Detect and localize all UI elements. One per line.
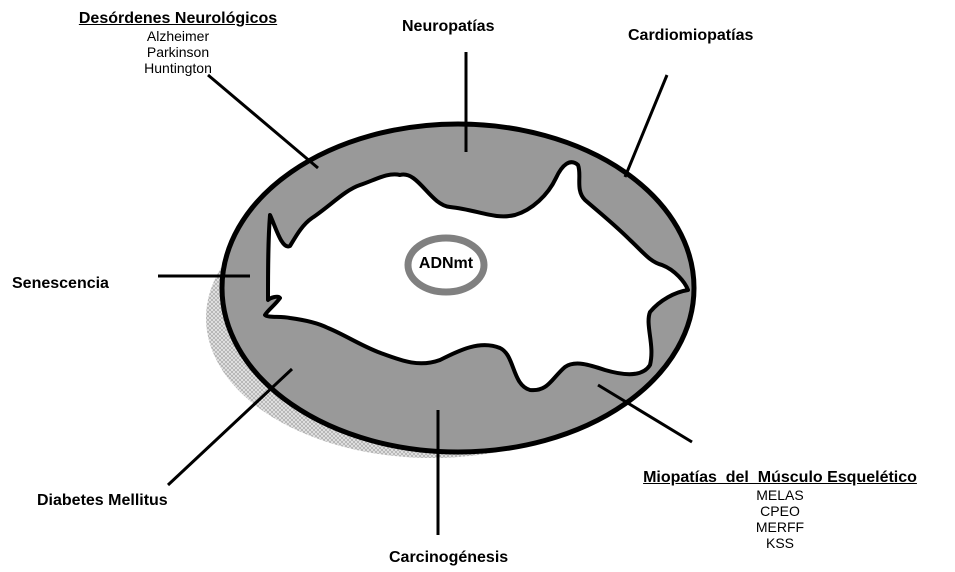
line-desordenes	[208, 75, 318, 168]
line-cardiomiopatias	[625, 75, 667, 177]
miopatias-title: Miopatías del Músculo Esquelético	[606, 469, 954, 487]
desordenes-title: Desórdenes Neurológicos	[52, 10, 304, 28]
neuro-item-parkinson: Parkinson	[52, 44, 304, 60]
miopatia-item-merff: MERFF	[606, 519, 954, 535]
label-adnmt: ADNmt	[414, 256, 478, 272]
label-cardiomiopatias: Cardiomiopatías	[628, 28, 753, 44]
neuro-item-huntington: Huntington	[52, 60, 304, 76]
miopatia-item-melas: MELAS	[606, 487, 954, 503]
line-diabetes	[168, 369, 292, 485]
label-diabetes-mellitus: Diabetes Mellitus	[37, 493, 168, 509]
label-carcinogenesis: Carcinogénesis	[389, 550, 508, 566]
miopatia-item-cpeo: CPEO	[606, 503, 954, 519]
miopatia-item-kss: KSS	[606, 535, 954, 551]
neuro-item-alzheimer: Alzheimer	[52, 28, 304, 44]
label-senescencia: Senescencia	[12, 276, 109, 292]
miopatias-block: Miopatías del Músculo Esquelético MELAS …	[606, 469, 954, 551]
label-neuropatias: Neuropatías	[402, 19, 494, 35]
desordenes-neurologicos-block: Desórdenes Neurológicos Alzheimer Parkin…	[52, 10, 304, 76]
